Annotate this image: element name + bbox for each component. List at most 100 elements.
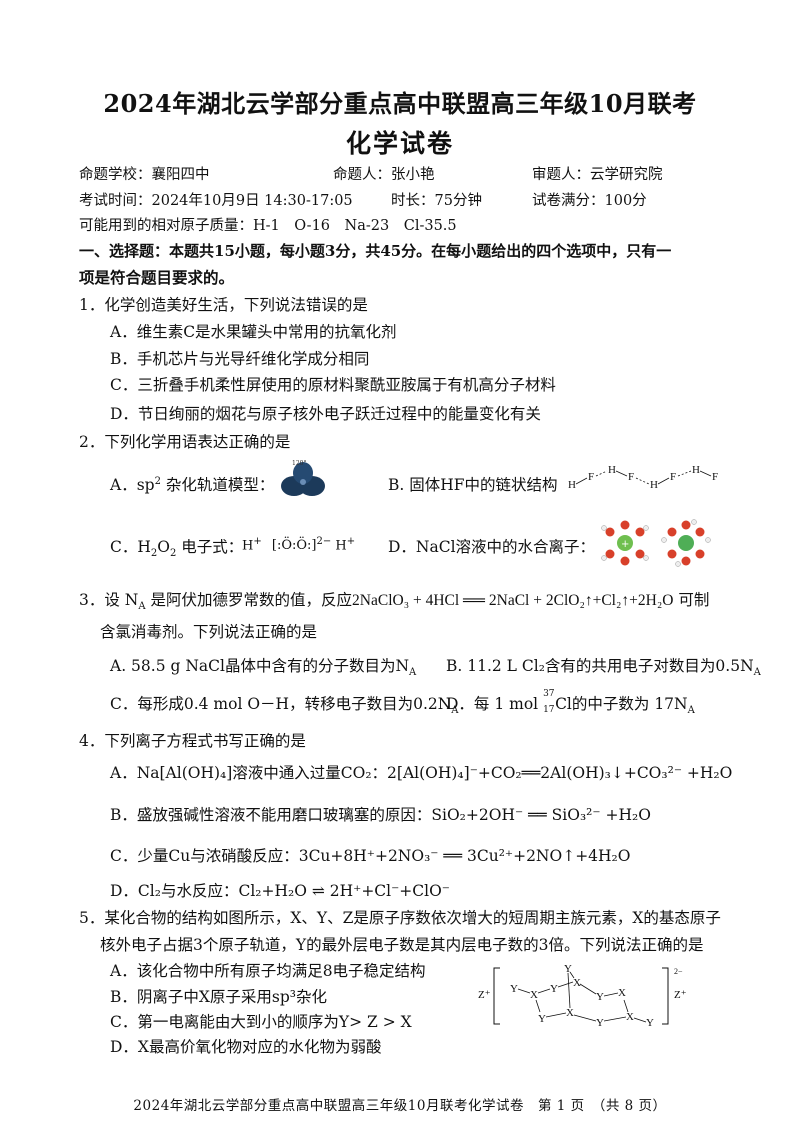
meta-duration: 时长：75分钟 bbox=[391, 193, 482, 209]
struct-atom-x: X bbox=[530, 989, 538, 1001]
hf-chain-structure: H F H F H F H F bbox=[568, 464, 718, 491]
q4-option-d: D．Cl₂与水反应：Cl₂+H₂O ⇌ 2H⁺+Cl⁻+ClO⁻ bbox=[110, 882, 450, 900]
q3-c-sub: A bbox=[451, 705, 459, 717]
q3-option-c: C．每形成0.4 mol O－H，转移电子数目为0.2NA bbox=[110, 692, 459, 716]
hf-atom: F bbox=[670, 471, 676, 483]
struct-z-left: Z⁺ bbox=[478, 989, 491, 1001]
q3-d-post: 的中子数为 17N bbox=[571, 695, 688, 713]
q2-a-sup: 2 bbox=[154, 475, 161, 487]
q2-option-b: B. 固体HF中的链状结构 bbox=[388, 476, 558, 494]
struct-atom-y: Y bbox=[538, 1013, 546, 1025]
q2-option-c: C．H2O2 电子式： bbox=[110, 535, 243, 559]
q2-c-prefix: C．H bbox=[110, 538, 151, 556]
q5-option-d: D．X最高价氧化物对应的水化物为弱酸 bbox=[110, 1038, 382, 1056]
sp2-orbital-model-icon: 120° bbox=[281, 460, 325, 496]
meta-atomic-masses: 可能用到的相对原子质量：H-1 O-16 Na-23 Cl-35.5 bbox=[79, 218, 457, 234]
q5-option-b: B．阴离子中X原子采用sp³杂化 bbox=[110, 988, 328, 1006]
q2-c-suffix: 电子式： bbox=[176, 538, 244, 556]
q3-a-sub: A bbox=[409, 667, 417, 679]
struct-atom-x: X bbox=[618, 987, 626, 999]
q3-d-sub: A bbox=[687, 705, 695, 717]
meta-author: 命题人：张小艳 bbox=[333, 167, 435, 183]
q3-stem-line1: 3．设 NA 是阿伏加德罗常数的值，反应2NaClO₃ + 4HCl ══ 2N… bbox=[79, 588, 709, 612]
meta-exam-time: 考试时间：2024年10月9日 14:30-17:05 bbox=[79, 193, 353, 209]
q3-stem-b: 是阿伏加德罗常数的值，反应 bbox=[145, 591, 353, 609]
q5-structure-diagram: Z⁺ Z⁺ 2− Y X Y X Y Y X Y X Y X Y bbox=[478, 963, 687, 1029]
q3-stem-a: 3．设 N bbox=[79, 591, 139, 609]
hf-atom: H bbox=[608, 464, 616, 476]
q5-stem-line1: 5．某化合物的结构如图所示，X、Y、Z是原子序数依次增大的短周期主族元素，X的基… bbox=[79, 909, 721, 927]
h2o2-h-right-charge: + bbox=[346, 536, 356, 547]
q2-a-prefix: A．sp bbox=[110, 476, 155, 494]
q2-option-d: D．NaCl溶液中的水合离子： bbox=[388, 538, 596, 556]
struct-atom-x: X bbox=[626, 1011, 634, 1023]
hf-atom: F bbox=[588, 471, 594, 483]
svg-text:+: + bbox=[621, 539, 629, 550]
q3-c-text: C．每形成0.4 mol O－H，转移电子数目为0.2N bbox=[110, 695, 452, 713]
q2-c-sub: 2 bbox=[150, 548, 158, 560]
q1-option-c: C．三折叠手机柔性屏使用的原材料聚酰亚胺属于有机高分子材料 bbox=[110, 376, 556, 394]
struct-z-right: Z⁺ bbox=[674, 989, 687, 1001]
q3-stem-c: 可制 bbox=[673, 591, 710, 609]
struct-charge: 2− bbox=[674, 967, 683, 976]
h2o2-h-left: H bbox=[242, 538, 254, 554]
q3-equation: 2NaClO₃ + 4HCl ══ 2NaCl + 2ClO₂↑+Cl₂↑+2H… bbox=[352, 592, 674, 609]
q3-stem-line2: 含氯消毒剂。下列说法正确的是 bbox=[100, 623, 318, 641]
q1-option-b: B．手机芯片与光导纤维化学成分相同 bbox=[110, 350, 370, 368]
q3-d-pre: D．每 1 mol bbox=[446, 695, 544, 713]
hydrated-ions-icon: + bbox=[601, 519, 711, 567]
q3-b-text: B. 11.2 L Cl₂含有的共用电子对数目为0.5N bbox=[446, 657, 754, 675]
q5-option-c: C．第一电离能由大到小的顺序为Y> Z > X bbox=[110, 1013, 412, 1031]
meta-reviewer: 审题人：云学研究院 bbox=[532, 167, 663, 183]
q1-stem: 1．化学创造美好生活，下列说法错误的是 bbox=[79, 296, 368, 314]
q3-mass-number: 37 bbox=[543, 689, 555, 699]
q3-option-b: B. 11.2 L Cl₂含有的共用电子对数目为0.5NA bbox=[446, 654, 761, 678]
q2-stem: 2．下列化学用语表达正确的是 bbox=[79, 433, 291, 451]
struct-atom-y: Y bbox=[596, 991, 604, 1003]
h2o2-electron-formula: H+ [:Ö:Ö:]2− H+ bbox=[242, 536, 355, 553]
q2-c-mid: O bbox=[157, 538, 170, 556]
struct-atom-x: X bbox=[566, 1007, 574, 1019]
page-footer: 2024年湖北云学部分重点高中联盟高三年级10月联考化学试卷 第 1 页 （共 … bbox=[133, 1098, 667, 1114]
q2-option-a: A．sp2 杂化轨道模型： bbox=[110, 473, 274, 495]
q3-a-text: A. 58.5 g NaCl晶体中含有的分子数目为N bbox=[110, 657, 410, 675]
h2o2-h-right: H bbox=[335, 538, 347, 554]
section-heading-line1: 一、选择题：本题共15小题，每小题3分，共45分。在每小题给出的四个选项中，只有… bbox=[79, 242, 672, 260]
struct-atom-x: X bbox=[573, 977, 581, 989]
struct-atom-y: Y bbox=[510, 983, 518, 995]
hf-atom: F bbox=[712, 471, 718, 483]
section-heading-line2: 项是符合题目要求的。 bbox=[79, 268, 235, 287]
struct-atom-y: Y bbox=[564, 963, 572, 975]
struct-atom-y: Y bbox=[596, 1017, 604, 1029]
q2-c-sub2: 2 bbox=[169, 548, 177, 560]
q5-option-a: A．该化合物中所有原子均满足8电子稳定结构 bbox=[110, 962, 426, 980]
q3-option-a: A. 58.5 g NaCl晶体中含有的分子数目为NA bbox=[110, 654, 416, 678]
meta-full-score: 试卷满分：100分 bbox=[532, 193, 647, 209]
hf-atom: H bbox=[650, 479, 658, 491]
exam-title: 2024年湖北云学部分重点高中联盟高三年级10月联考 bbox=[103, 89, 697, 118]
hf-atom: F bbox=[628, 471, 634, 483]
h2o2-h-left-charge: + bbox=[253, 536, 262, 547]
q3-d-element: Cl bbox=[555, 695, 572, 713]
q1-option-d: D．节日绚丽的烟花与原子核外电子跃迁过程中的能量变化有关 bbox=[110, 405, 541, 423]
q4-option-b: B．盛放强碱性溶液不能用磨口玻璃塞的原因：SiO₂+2OH⁻ ══ SiO₃²⁻… bbox=[110, 806, 651, 824]
struct-atom-y: Y bbox=[550, 983, 558, 995]
meta-school: 命题学校：襄阳四中 bbox=[79, 167, 210, 183]
q1-option-a: A．维生素C是水果罐头中常用的抗氧化剂 bbox=[110, 323, 397, 341]
q2-a-suffix: 杂化轨道模型： bbox=[160, 476, 275, 494]
h2o2-core-charge: 2− bbox=[316, 536, 332, 547]
q4-option-a: A．Na[Al(OH)₄]溶液中通入过量CO₂：2[Al(OH)₄]⁻+CO₂═… bbox=[110, 764, 733, 782]
q3-b-sub: A bbox=[753, 667, 761, 679]
hf-atom: H bbox=[692, 464, 700, 476]
struct-atom-y: Y bbox=[646, 1017, 654, 1029]
hf-atom: H bbox=[568, 479, 576, 491]
exam-subtitle: 化学试卷 bbox=[345, 129, 454, 158]
q4-option-c: C．少量Cu与浓硝酸反应：3Cu+8H⁺+2NO₃⁻ ══ 3Cu²⁺+2NO↑… bbox=[110, 847, 631, 865]
q3-stem-a-sub: A bbox=[138, 601, 146, 613]
h2o2-core: [:Ö:Ö:] bbox=[271, 538, 317, 554]
q4-stem: 4．下列离子方程式书写正确的是 bbox=[79, 732, 306, 750]
sp2-angle-label: 120° bbox=[292, 460, 306, 467]
